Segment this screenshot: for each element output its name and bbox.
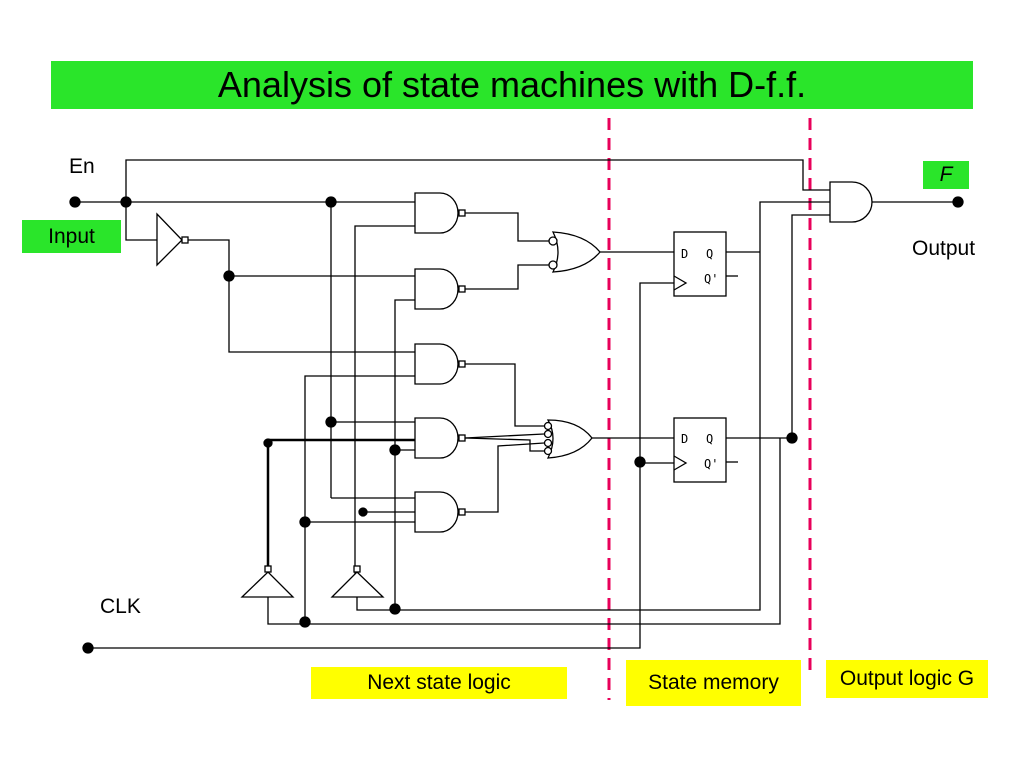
en-label: En [69, 155, 95, 178]
and-gate-1 [414, 192, 466, 234]
ff1-q-label: Q [706, 247, 713, 261]
or-gate-1 [465, 212, 674, 290]
feedback-wiring [305, 201, 830, 625]
input-label-box: Input [22, 220, 121, 253]
state-memory-label: State memory [626, 660, 801, 706]
and-gate-3 [414, 343, 466, 385]
f-label: F [939, 163, 953, 186]
or-gate-2 [464, 363, 674, 513]
ff2-q-label: Q [706, 432, 713, 446]
f-label-box: F [923, 161, 969, 189]
flip-flop-2: D Q Q' [673, 417, 792, 483]
title-bar: Analysis of state machines with D-f.f. [51, 61, 973, 109]
and-gate-5 [414, 491, 466, 533]
ff1-d-label: D [681, 247, 688, 261]
ff2-qbar-label: Q' [704, 457, 718, 471]
next-state-logic-label: Next state logic [311, 667, 567, 699]
input-wiring [75, 159, 830, 499]
feedback-inverter-2 [330, 565, 401, 615]
and-gate-2 [414, 268, 466, 310]
output-label: Output [912, 237, 976, 260]
flip-flop-1: D Q Q' [673, 231, 760, 297]
output-logic-label: Output logic G [826, 660, 988, 698]
and-gate-4 [414, 417, 466, 459]
feedback-inverter-1 [240, 565, 311, 628]
input-inverter [156, 212, 415, 353]
clock-wiring [88, 282, 674, 649]
page-title: Analysis of state machines with D-f.f. [217, 64, 807, 105]
input-label: Input [48, 224, 95, 248]
ff1-qbar-label: Q' [704, 272, 718, 286]
clk-label: CLK [100, 595, 141, 618]
ff2-d-label: D [681, 432, 688, 446]
and-input-wiring [263, 225, 415, 624]
output-and-gate [829, 181, 958, 223]
